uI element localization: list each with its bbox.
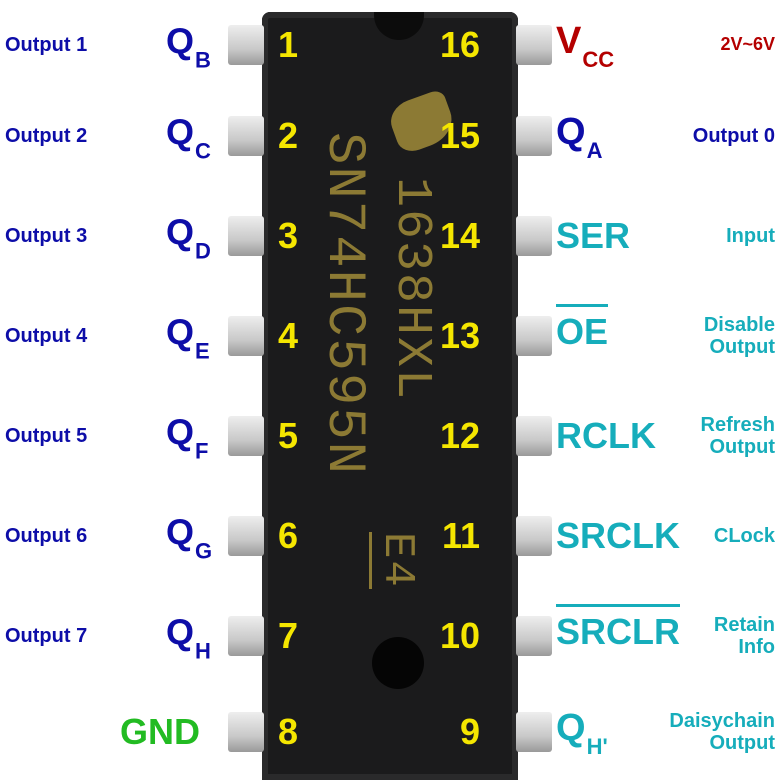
pin-description: Output 5 (5, 425, 88, 447)
signal-label: OE (556, 304, 609, 352)
pin-description: Output 4 (5, 325, 88, 347)
chip-notch (374, 12, 424, 40)
pin-number-9: 9 (459, 711, 480, 752)
pin-number-5: 5 (278, 415, 299, 456)
signal-name: Q (166, 411, 195, 453)
signal-subscript: F (195, 438, 209, 464)
signal-label: SER (556, 218, 630, 254)
pin-number-7: 7 (278, 615, 299, 656)
signal-name: Q (556, 111, 586, 154)
signal-label: VCC (556, 20, 614, 70)
signal-label: GND (120, 711, 200, 752)
signal-name: RCLK (556, 415, 656, 456)
signal-subscript: H' (586, 734, 608, 760)
pin-lead-5 (228, 416, 264, 456)
signal-name: Q (556, 707, 586, 750)
pin-lead-9 (516, 712, 552, 752)
pin-lead-6 (228, 516, 264, 556)
pin-description: Input (726, 225, 775, 247)
pin-description: Output 6 (5, 525, 88, 547)
pin1-marker-dot (372, 637, 424, 689)
signal-name: Q (166, 511, 195, 553)
signal-name: Q (166, 111, 195, 153)
signal-label: QE (166, 311, 210, 362)
signal-label: QH (166, 611, 211, 662)
pin-number-3: 3 (278, 215, 299, 256)
signal-subscript: E (195, 338, 210, 364)
signal-name: SER (556, 215, 631, 256)
pin-lead-10 (516, 616, 552, 656)
pin-number-11: 11 (441, 515, 480, 556)
signal-subscript: H (195, 638, 211, 664)
signal-label: QD (166, 211, 211, 262)
signal-label: QA (556, 111, 602, 162)
chip-marking-line2: E4 (369, 532, 422, 589)
signal-name: OE (556, 304, 609, 352)
pin-number-4: 4 (278, 315, 299, 356)
pin-description: Disable Output (703, 314, 775, 358)
pin-number-6: 6 (278, 515, 299, 556)
pin-description: Output 7 (5, 625, 88, 647)
pin-description: 2V~6V (720, 34, 775, 55)
pin-number-14: 14 (439, 215, 480, 256)
pin-number-2: 2 (278, 115, 299, 156)
signal-subscript: A (586, 138, 603, 164)
pin-description: Output 2 (5, 125, 88, 147)
signal-label: QH' (556, 707, 608, 758)
pin-lead-13 (516, 316, 552, 356)
signal-label: QB (166, 20, 211, 71)
pin-number-15: 15 (439, 115, 480, 156)
signal-subscript: D (195, 238, 211, 264)
pin-number-13: 13 (439, 315, 480, 356)
pin-lead-7 (228, 616, 264, 656)
pin-description: CLock (713, 525, 775, 547)
pin-lead-8 (228, 712, 264, 752)
ic-chip-body: 1638HXL E4 SN74HC595N (262, 12, 518, 780)
pin-lead-3 (228, 216, 264, 256)
chip-part-number: SN74HC595N (313, 132, 374, 477)
signal-label: QC (166, 111, 211, 162)
pin-lead-4 (228, 316, 264, 356)
pin-lead-14 (516, 216, 552, 256)
signal-label: QF (166, 411, 208, 462)
pin-number-12: 12 (439, 415, 480, 456)
pin-number-1: 1 (278, 24, 299, 65)
pin-number-16: 16 (439, 24, 480, 65)
pin-description: Output 3 (5, 225, 88, 247)
signal-subscript: B (195, 47, 211, 73)
signal-name: SRCLK (556, 515, 680, 556)
signal-subscript: G (195, 538, 213, 564)
signal-name: SRCLR (556, 604, 680, 652)
signal-name: Q (166, 311, 195, 353)
pin-description: Output 1 (5, 34, 88, 56)
signal-label: SRCLK (556, 518, 680, 554)
signal-name: Q (166, 611, 195, 653)
signal-subscript: C (195, 138, 211, 164)
pin-lead-11 (516, 516, 552, 556)
pin-description: Refresh Output (700, 414, 775, 458)
pin-description: Output 0 (692, 125, 775, 147)
pin-lead-2 (228, 116, 264, 156)
signal-label: RCLK (556, 418, 656, 454)
chip-marking-line1: 1638HXL (383, 177, 440, 402)
pin-number-8: 8 (278, 711, 299, 752)
signal-subscript: CC (582, 47, 615, 73)
pin-number-10: 10 (439, 615, 480, 656)
pin-lead-12 (516, 416, 552, 456)
signal-name: Q (166, 20, 195, 62)
pin-lead-15 (516, 116, 552, 156)
pin-lead-16 (516, 25, 552, 65)
signal-label: QG (166, 511, 212, 562)
signal-name: V (556, 20, 582, 63)
pin-description: Retain Info (713, 614, 775, 658)
pin-description: Daisychain Output (669, 710, 775, 754)
signal-name: Q (166, 211, 195, 253)
pin-lead-1 (228, 25, 264, 65)
signal-label: SRCLR (556, 604, 680, 652)
